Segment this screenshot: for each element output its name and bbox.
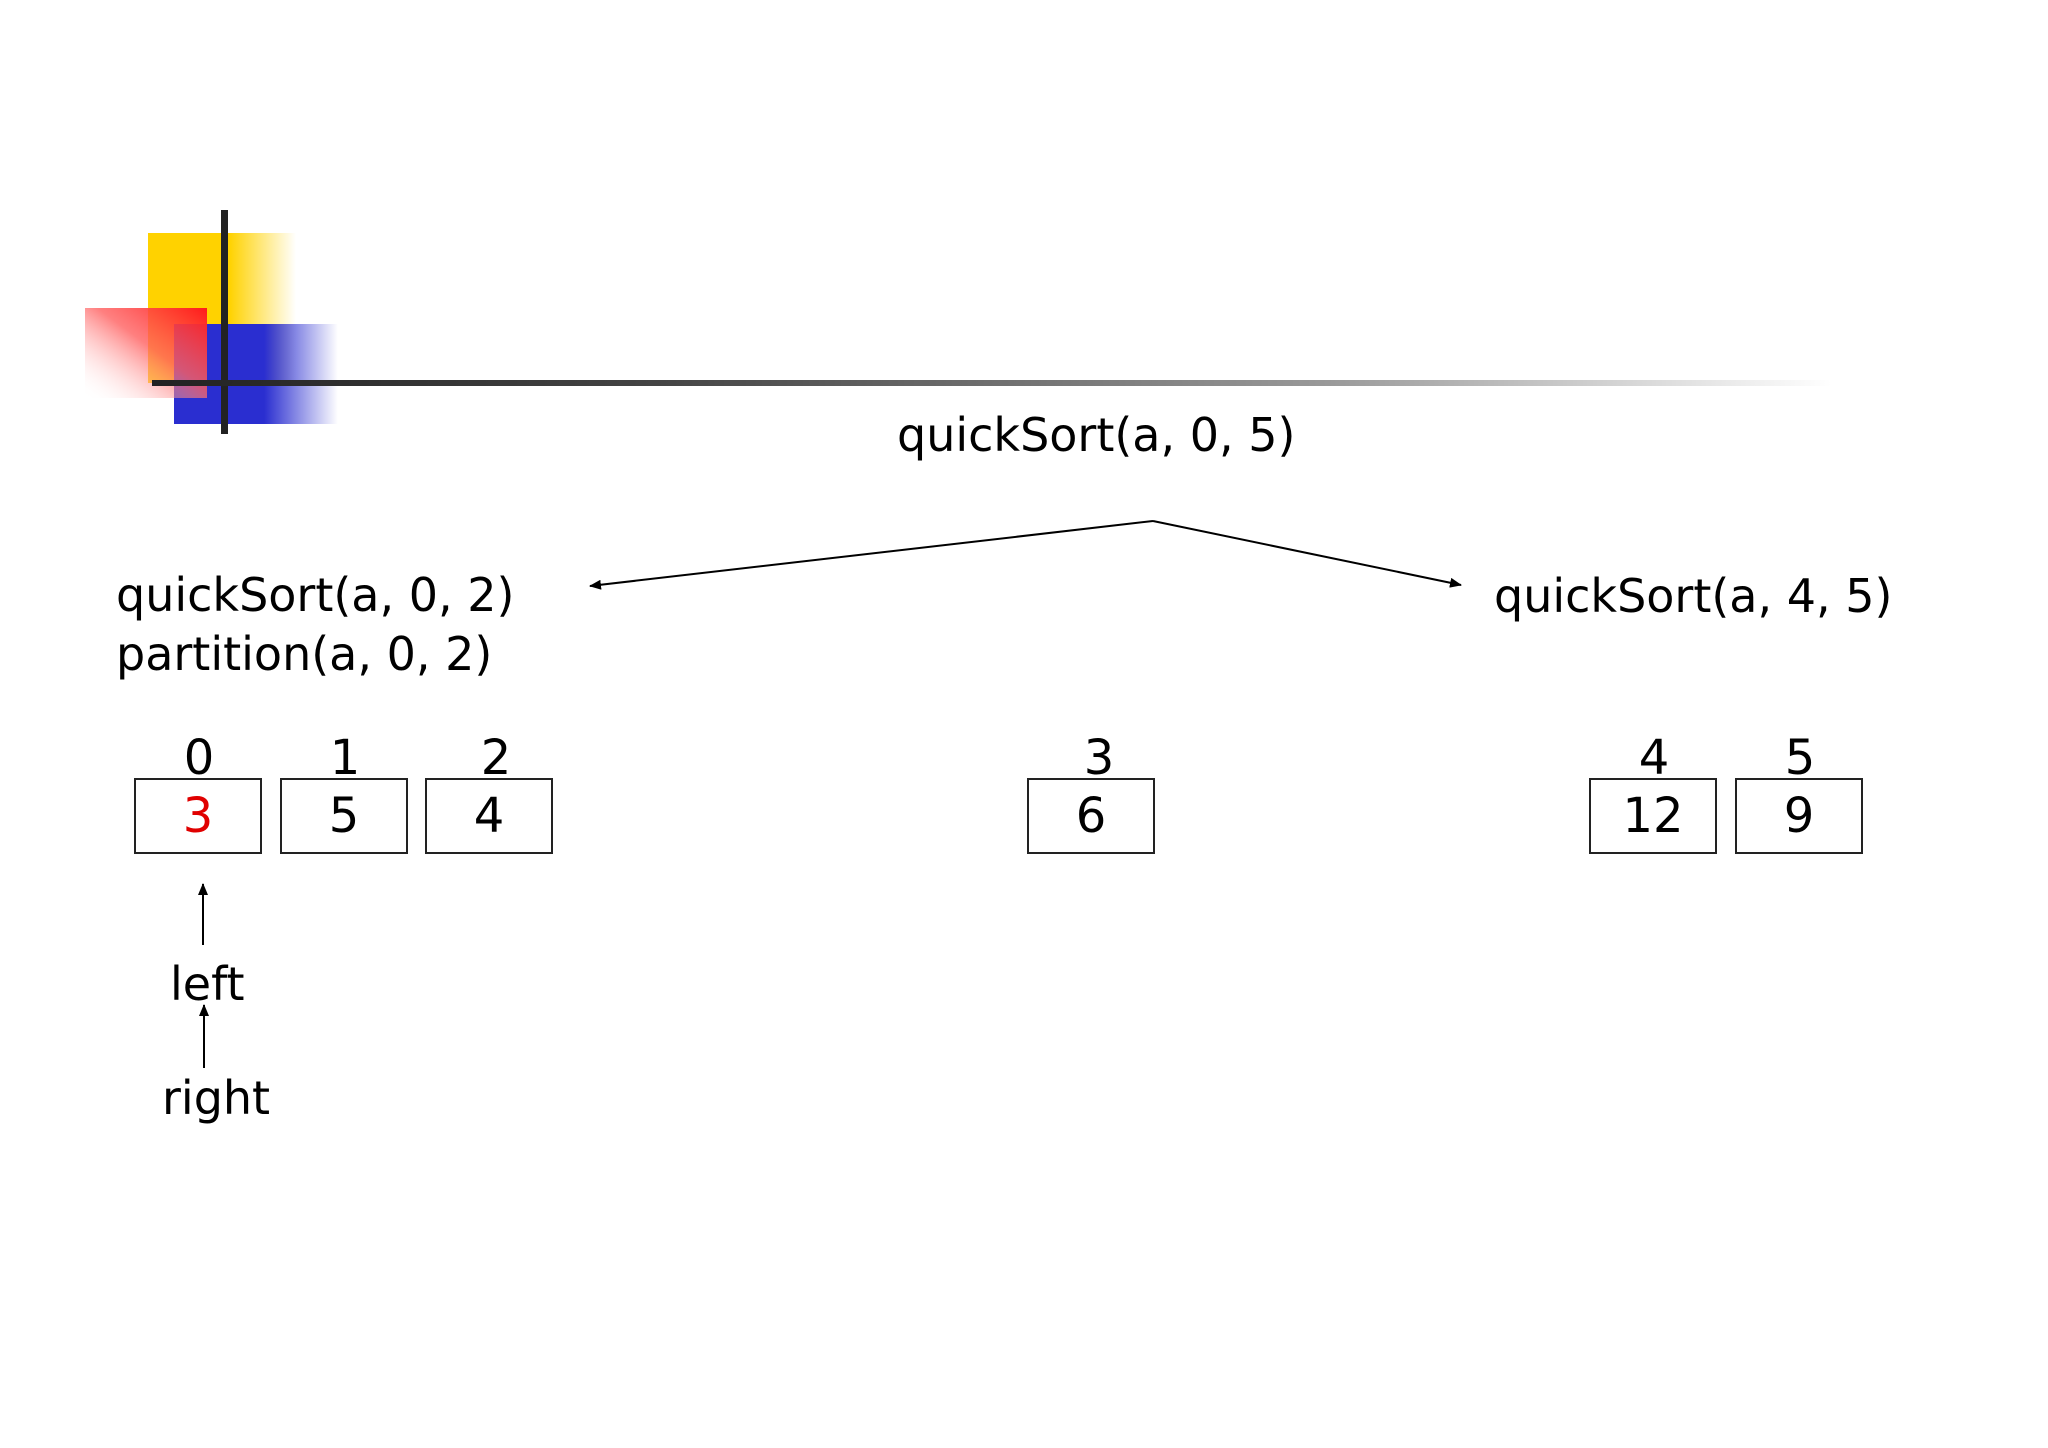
left-call-label: quickSort(a, 0, 2) bbox=[116, 568, 515, 622]
array-cell-highlighted: 3 bbox=[134, 778, 262, 854]
index-label: 3 bbox=[1083, 730, 1115, 786]
array-cell: 4 bbox=[425, 778, 553, 854]
root-call-label: quickSort(a, 0, 5) bbox=[897, 408, 1296, 462]
arrow-to-right-call bbox=[1152, 520, 1462, 588]
left-pointer-label: left bbox=[170, 957, 245, 1011]
index-label: 2 bbox=[480, 730, 512, 786]
vertical-rule bbox=[221, 210, 228, 434]
index-label: 0 bbox=[183, 730, 215, 786]
index-label: 4 bbox=[1638, 730, 1670, 786]
index-label: 1 bbox=[329, 730, 361, 786]
array-cell: 9 bbox=[1735, 778, 1863, 854]
right-pointer-label: right bbox=[162, 1071, 271, 1125]
index-label: 5 bbox=[1784, 730, 1816, 786]
left-partition-label: partition(a, 0, 2) bbox=[116, 627, 493, 681]
horizontal-rule bbox=[152, 380, 1832, 386]
array-cell: 6 bbox=[1027, 778, 1155, 854]
array-cell: 12 bbox=[1589, 778, 1717, 854]
array-cell: 5 bbox=[280, 778, 408, 854]
right-call-label: quickSort(a, 4, 5) bbox=[1494, 569, 1893, 623]
arrow-to-left-call bbox=[589, 520, 1154, 590]
